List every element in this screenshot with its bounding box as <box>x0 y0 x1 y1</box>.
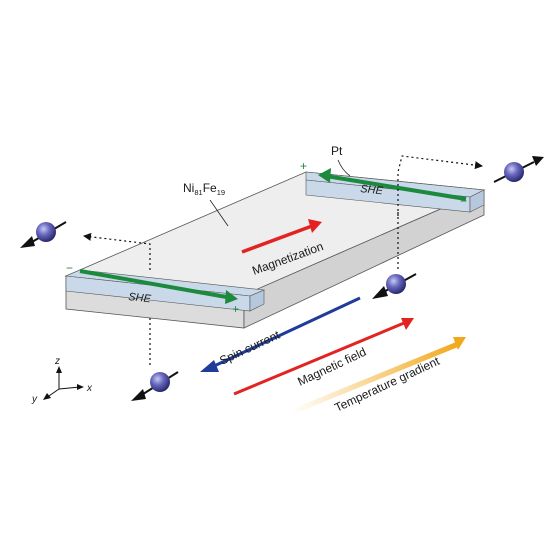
spin-current-arrow <box>200 296 361 372</box>
slab-right-face <box>243 189 485 329</box>
material-ni-sub: 81 <box>194 188 202 197</box>
electron-sphere-left <box>20 221 67 248</box>
axis-x-label: x <box>86 383 93 394</box>
axis-y-label: y <box>31 394 38 405</box>
spin-current-label: Spin current <box>217 327 282 367</box>
pt-strip-right-side <box>469 189 485 213</box>
minus-sign-left: − <box>66 261 73 275</box>
temperature-gradient-arrow <box>292 337 466 414</box>
she-arrow-right <box>318 168 467 201</box>
svg-text:Ni81Fe19: Ni81Fe19 <box>183 181 225 197</box>
electron-sphere-bottom <box>131 371 179 401</box>
pt-label: Pt <box>331 144 343 158</box>
she-arrow-left <box>79 269 238 304</box>
magnetization-arrow <box>241 219 322 254</box>
minus-sign-right: − <box>460 194 467 208</box>
material-label: Ni81Fe19 <box>183 181 229 227</box>
pt-strip-left-side <box>249 289 265 312</box>
she-label-left: SHE <box>128 291 152 305</box>
axis-z-label: z <box>54 356 60 367</box>
electron-sphere-right-top <box>493 156 544 183</box>
coordinate-axes: z x y <box>31 356 93 405</box>
electron-sphere-right-middle <box>372 273 417 299</box>
magnetic-field-label: Magnetic field <box>295 345 368 389</box>
pt-leader-line <box>337 159 351 177</box>
dotted-path-right <box>397 155 483 216</box>
plus-sign-right: + <box>300 159 307 173</box>
material-ni: Ni <box>183 181 194 195</box>
magnetic-field-arrow <box>233 318 414 396</box>
plus-sign-left: + <box>232 302 239 316</box>
material-leader-line <box>209 199 229 227</box>
dotted-path-left-top <box>83 232 151 270</box>
material-fe: Fe <box>203 181 217 195</box>
material-fe-sub: 19 <box>217 188 225 197</box>
she-label-right: SHE <box>360 183 384 197</box>
